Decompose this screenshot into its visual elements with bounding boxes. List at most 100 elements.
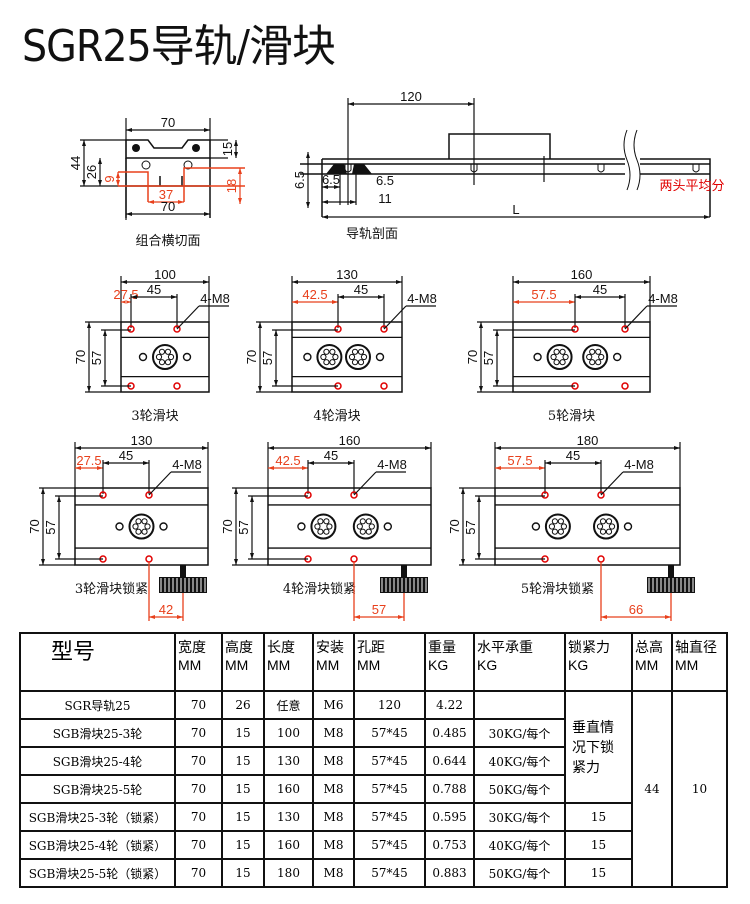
table-cell: SGB滑块25-5轮	[19, 774, 176, 804]
table-cell: 70	[174, 718, 223, 748]
dimension-line	[624, 305, 648, 330]
mount-hole-icon	[145, 491, 153, 499]
dimension-label: 70	[27, 519, 42, 533]
table-cell: 130	[263, 802, 314, 832]
block-outline	[494, 487, 681, 566]
block-caption: 5轮滑块锁紧	[521, 581, 594, 597]
break-icon	[623, 129, 641, 191]
wheel-icon	[183, 160, 193, 170]
bearing-icon	[359, 528, 366, 535]
table-cell: 15	[221, 802, 265, 832]
bearing-icon	[560, 523, 568, 530]
bearing-icon	[144, 523, 151, 530]
arrow-icon	[121, 300, 131, 304]
wheel-icon	[593, 513, 619, 540]
block-outline	[125, 139, 211, 159]
hole-icon	[159, 522, 168, 531]
dimension-line	[353, 471, 377, 496]
column-header: 型号	[19, 632, 176, 692]
lock-force-cell: 15	[564, 802, 633, 832]
block-caption: 3轮滑块锁紧	[75, 581, 148, 597]
dimension-label: 11	[378, 191, 392, 206]
bearing-icon	[598, 353, 605, 361]
bearing-icon	[599, 518, 607, 525]
bearing-icon	[132, 523, 139, 530]
header-unit: MM	[178, 657, 202, 673]
header-label: 型号	[51, 640, 96, 665]
bearing-icon	[351, 359, 359, 366]
bearing-icon	[365, 518, 372, 525]
bearing-icon	[551, 518, 559, 525]
dimension-label: 57	[89, 351, 104, 365]
bearing-icon	[141, 528, 148, 535]
dimension-label: 6.5	[322, 172, 340, 187]
bearing-icon	[317, 518, 324, 525]
wheel-icon	[310, 513, 337, 540]
table-cell: 180	[263, 858, 314, 888]
bearing-icon	[559, 359, 566, 366]
table-cell: 15	[221, 718, 265, 748]
dimension-label: 4-M8	[377, 457, 407, 472]
dimension-label: 57.5	[531, 287, 556, 302]
dimension-label: 57	[43, 520, 58, 534]
arrow-icon	[234, 140, 238, 158]
block-outline	[512, 321, 651, 393]
dimension-line	[176, 305, 200, 330]
dimension-label: 27.5	[113, 287, 138, 302]
table-cell: M8	[312, 718, 355, 748]
bearing-icon	[164, 359, 172, 366]
wheel-icon	[141, 160, 151, 170]
table-cell: SGB滑块25-4轮	[19, 746, 176, 776]
bearing-icon	[368, 523, 375, 530]
dimension-label: L	[512, 202, 519, 217]
bearing-icon	[158, 348, 166, 355]
header-unit: MM	[635, 657, 659, 673]
mount-hole-icon	[541, 491, 549, 499]
hole-icon	[303, 352, 312, 362]
section-fill	[326, 164, 372, 174]
table-cell: M6	[312, 690, 355, 720]
mount-hole-icon	[145, 555, 153, 563]
arrow-icon	[495, 466, 545, 470]
header-label: 高度	[225, 640, 253, 656]
hole-icon	[138, 352, 148, 362]
header-label: 孔距	[357, 640, 385, 656]
dimension-label: 57	[236, 520, 251, 534]
bearing-icon	[320, 353, 327, 361]
arrow-icon	[75, 466, 103, 470]
table-cell: 0.883	[424, 858, 475, 888]
table-cell: 30KG/每个	[473, 718, 566, 748]
bearing-icon	[357, 348, 365, 355]
dimension-line	[148, 471, 172, 496]
bearing-icon	[351, 348, 359, 355]
table-cell: 0.485	[424, 718, 475, 748]
arrow-icon	[495, 330, 499, 386]
dimension-label: 120	[400, 89, 422, 104]
table-cell: 70	[174, 746, 223, 776]
dimension-label: 57	[463, 520, 478, 534]
mount-hole-icon	[304, 491, 312, 499]
arrow-icon	[322, 185, 340, 189]
bearing-icon	[365, 528, 372, 535]
lock-knob-icon	[380, 577, 428, 593]
mount-hole-icon	[334, 325, 342, 333]
header-label: 锁紧力	[568, 640, 610, 656]
lock-knob-icon	[159, 577, 207, 593]
header-unit: MM	[357, 657, 381, 673]
arrow-icon	[354, 615, 404, 619]
dimension-label: 44	[68, 156, 83, 170]
mount-hole-icon	[621, 325, 629, 333]
table-cell: 70	[174, 830, 223, 860]
mount-hole	[692, 164, 700, 173]
block-outline	[291, 321, 403, 393]
table-cell	[473, 690, 566, 720]
header-label: 宽度	[178, 640, 206, 656]
bearing-icon	[164, 348, 172, 355]
dimension-label: 70	[161, 115, 175, 130]
